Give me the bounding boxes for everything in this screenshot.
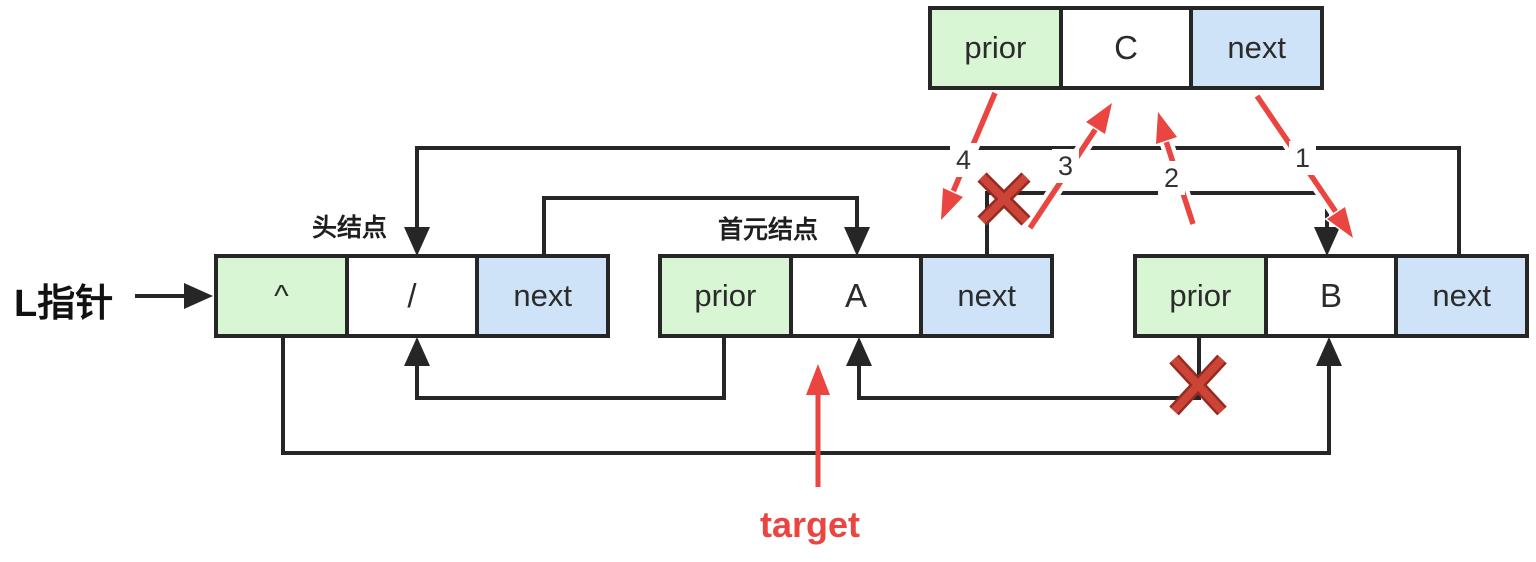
arrow-right-into-head-icon: [184, 283, 213, 309]
target-arrow: [806, 364, 830, 487]
red-arrowhead-step4-icon: [939, 185, 966, 225]
cell-a-data: A: [788, 258, 920, 334]
pointer-a-prior-to-head: [404, 337, 726, 400]
arrow-down-into-a-icon: [844, 227, 870, 256]
pointer-b-next-to-head: [404, 146, 1461, 256]
pointer-head-next-to-a: [542, 196, 870, 256]
cell-a-prior: prior: [662, 258, 789, 334]
step-number-4: 4: [950, 143, 978, 177]
arrow-down-into-head-icon: [404, 227, 430, 256]
arrow-up-into-head-icon: [404, 337, 430, 366]
red-arrowhead-step3-icon: [1083, 99, 1115, 137]
l-pointer-label: L指针: [14, 283, 114, 325]
target-label: target: [760, 504, 861, 545]
step-number-3: 3: [1052, 149, 1080, 183]
cross-broken-a-next-icon: [977, 172, 1031, 226]
pointer-b-prior-to-a-broken: [846, 337, 1201, 400]
cell-head-prior: ^: [218, 258, 345, 334]
step-number-1: 1: [1289, 141, 1317, 175]
red-arrowhead-target-icon: [806, 364, 830, 395]
cell-c-data: C: [1058, 10, 1190, 86]
cell-c-prior: prior: [932, 10, 1059, 86]
arrow-up-into-b-icon: [1316, 337, 1342, 366]
cell-head-next: next: [475, 258, 607, 334]
arrow-down-into-b-icon: [1314, 227, 1340, 256]
head-node-label: 头结点: [312, 214, 388, 242]
cell-a-next: next: [919, 258, 1051, 334]
red-arrowhead-step1-icon: [1324, 204, 1356, 242]
cell-head-data: /: [344, 258, 476, 334]
cell-c-next: next: [1189, 10, 1321, 86]
l-pointer-arrow: [135, 283, 213, 309]
cell-b-data: B: [1263, 258, 1395, 334]
cell-b-prior: prior: [1137, 258, 1264, 334]
node-head: ^ / next: [214, 254, 610, 338]
first-node-label: 首元结点: [718, 216, 819, 244]
cross-broken-b-prior-icon: [1169, 354, 1227, 416]
node-a: prior A next: [658, 254, 1054, 338]
step-number-2: 2: [1158, 161, 1186, 195]
pointer-head-prior-to-b: [281, 337, 1342, 455]
node-b: prior B next: [1133, 254, 1529, 338]
arrow-up-into-a-icon: [846, 337, 872, 366]
red-arrowhead-step2-icon: [1154, 107, 1180, 147]
cell-b-next: next: [1394, 258, 1526, 334]
node-c: prior C next: [928, 6, 1324, 90]
